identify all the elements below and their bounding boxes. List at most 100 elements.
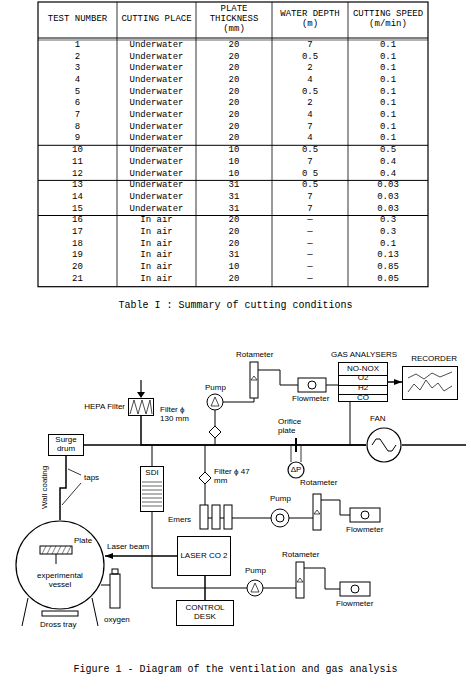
oxygen-valve [112,569,118,574]
sdi-impactor: SDI [140,466,164,512]
table-cell: 20 [196,75,272,87]
flowmeter-symbol [340,582,370,596]
node-outline [15,520,105,610]
table-cell: Underwater [117,204,196,216]
bubbler-bottle [212,505,220,529]
sample-line [208,518,212,519]
table-cell: 20 [196,239,272,251]
flowmeter-dial [351,585,359,593]
table-cell: 4 [272,75,348,87]
table-cell: Underwater [117,192,196,204]
part-label: taps [84,474,99,483]
rotameter-float [314,510,320,514]
duct [402,444,466,446]
sample-line [223,398,254,402]
column-header: TEST NUMBER [38,2,117,38]
laser-box: LASER CO 2 [177,536,231,576]
table-cell: 20 [196,227,272,239]
part-label: Plate [74,537,92,546]
table-cell: 20 [196,134,272,146]
table-cell: 20 [38,262,117,274]
oxygen-bottle [110,574,120,608]
table-cell: 19 [38,251,117,263]
table-cell: 2 [272,99,348,111]
node-label: LASER CO 2 [180,552,227,561]
table-cell: 0.5 [272,180,348,192]
part-label: Pump [270,495,291,504]
part-label: Emers [168,516,191,525]
pump-symbol [247,580,263,596]
experimental-vessel: experimental vessel [15,520,105,610]
table-cell: In air [117,239,196,251]
table-cell: Underwater [117,75,196,87]
part-label: Orifice plate [278,418,314,436]
column-header: PLATE THICKNESS (mm) [196,2,272,38]
table-cell: 1 [38,40,117,52]
table-cell: Underwater [117,87,196,99]
node-label: CO [357,394,369,403]
table-cell: 0.3 [348,227,428,239]
part-label: Rotameter [236,351,273,360]
table-cell: 20 [196,274,272,286]
sample-line [321,500,350,515]
flowmeter-dial [361,511,369,519]
part-label: Filter ϕ 130 mm [160,406,200,424]
sample-line [152,445,153,466]
table-cell: Underwater [117,145,196,157]
table-cell: 18 [38,239,117,251]
fan-symbol [372,439,396,451]
analyser-box: GAS ANALYSERSNO-NOXO2H2CO [338,362,388,402]
node-heading: FAN [370,415,386,424]
pressure-gauge: ΔP [287,461,305,479]
table-cell: Underwater [117,180,196,192]
analyser-channel: CO [339,392,387,405]
table-border [38,2,428,287]
tap-leader [62,483,81,505]
table-cell: In air [117,274,196,286]
sdi-stage [142,502,162,503]
table-cell: 20 [196,87,272,99]
figure-caption: Figure 1 - Diagram of the ventilation an… [0,664,471,675]
table-cell: — [272,274,348,286]
sdi-stage [142,494,162,495]
table-cell: Underwater [117,110,196,122]
table-rule [196,2,197,287]
table-cell: 0.1 [348,122,428,134]
table-cell: In air [117,227,196,239]
table-cell: 0.5 [272,87,348,99]
oxygen-line [101,585,110,586]
sdi-stage [142,498,162,499]
sdi-stage [142,506,162,507]
table-cell: 4 [272,110,348,122]
table-cell: Underwater [117,157,196,169]
table-cell: 0.1 [348,40,428,52]
table-cell: 20 [196,63,272,75]
table-cell: 2 [272,63,348,75]
fan: FAN [366,427,402,463]
table-cell: 20 [196,40,272,52]
duct-connector [60,456,66,520]
pump-symbol [207,394,223,410]
table-cell: 0.1 [348,75,428,87]
dross-tray [42,611,78,616]
node-outline [288,462,304,478]
sample-line [304,568,340,589]
part-label: Pump [245,567,266,576]
plate-hatch [57,546,61,554]
table-cell: 7 [272,204,348,216]
table-cell: 7 [272,157,348,169]
flowmeter-symbol [298,378,326,392]
vessel-leg [22,598,28,626]
table-cell: 0.13 [348,251,428,263]
rotameter-symbol [313,494,321,530]
hepa-filter: HEPA Filter [128,398,154,416]
table-cell: 0.5 [348,145,428,157]
table-cell: 20 [196,99,272,111]
table-cell: In air [117,216,196,228]
inlet-duct [140,380,141,394]
sdi-stage [142,490,162,491]
table-cell: 15 [38,204,117,216]
table-cell: 20 [196,122,272,134]
node-label: H2 [358,384,368,393]
